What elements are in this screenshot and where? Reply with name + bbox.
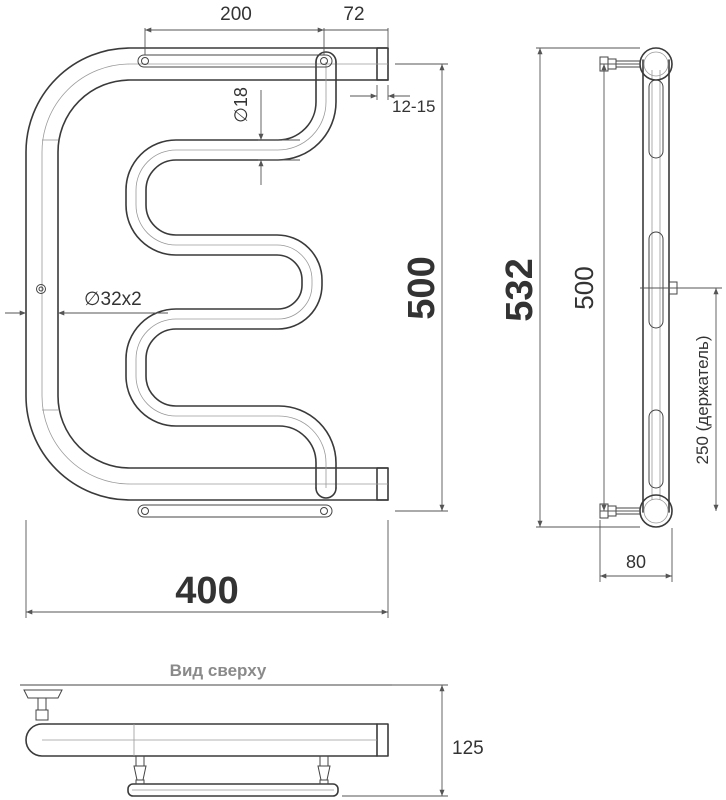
dim-top-width: 200: [144, 4, 325, 55]
dim-depth-label: 80: [626, 552, 646, 572]
bottom-right-bolt: [320, 507, 328, 515]
top-view-title: Вид сверху: [170, 661, 267, 680]
serpentine-pipe-edge-b: [125, 61, 317, 489]
dim-axis-height-label: 500: [569, 266, 599, 309]
dim-total-height-label: 532: [499, 258, 541, 321]
top-left-front-bracket: [133, 755, 147, 781]
side-view: 532 500 250 (держатель) 80: [499, 47, 722, 582]
dim-top-offset: 72: [324, 4, 389, 48]
main-pipe-inner: [57, 79, 389, 469]
top-right-front-bracket: [317, 755, 331, 781]
dim-top-depth: 125: [342, 684, 484, 797]
dim-inner-diameter-label: ∅18: [231, 87, 251, 123]
dim-height-label: 500: [401, 256, 443, 319]
dim-axis-height: 500: [569, 63, 640, 512]
side-loop-1: [648, 79, 664, 159]
dim-pipe-diameter: ∅32x2: [5, 289, 168, 316]
side-top-pipe-section: [639, 47, 673, 81]
dim-width: 400: [25, 520, 389, 618]
top-view: Вид сверху 125: [20, 661, 484, 797]
side-loop-2: [648, 231, 664, 329]
top-front-bar: [127, 783, 339, 797]
dim-inner-diameter: ∅18: [231, 87, 300, 185]
dim-gap: 12-15: [350, 85, 435, 116]
dim-height: 500: [395, 63, 448, 512]
side-loop-3: [648, 409, 664, 489]
top-left-bolt: [141, 57, 149, 65]
dim-top-width-label: 200: [220, 4, 252, 25]
serpentine-pipe-edge-a: [145, 61, 337, 489]
dim-total-height: 532: [499, 47, 640, 528]
bottom-mount-slot: [137, 504, 333, 518]
bottom-left-bolt: [141, 507, 149, 515]
center-holder: [36, 284, 46, 294]
front-view: 200 72 12-15 ∅18 ∅32x2: [5, 4, 448, 618]
dim-width-label: 400: [175, 570, 238, 612]
top-mount-slot: [137, 54, 333, 68]
main-pipe-outer: [25, 47, 389, 501]
dim-holder-label: 250 (держатель): [693, 336, 712, 465]
dim-top-depth-label: 125: [452, 738, 484, 759]
wall-flange: [23, 689, 63, 699]
dim-gap-label: 12-15: [392, 97, 435, 116]
dim-depth: 80: [599, 520, 673, 582]
dim-holder: 250 (держатель): [640, 287, 722, 511]
side-bottom-pipe-section: [639, 494, 673, 528]
dim-pipe-diameter-label: ∅32x2: [84, 289, 142, 310]
dim-top-offset-label: 72: [343, 4, 364, 25]
top-right-bolt: [320, 57, 328, 65]
top-main-pipe: [25, 723, 389, 757]
